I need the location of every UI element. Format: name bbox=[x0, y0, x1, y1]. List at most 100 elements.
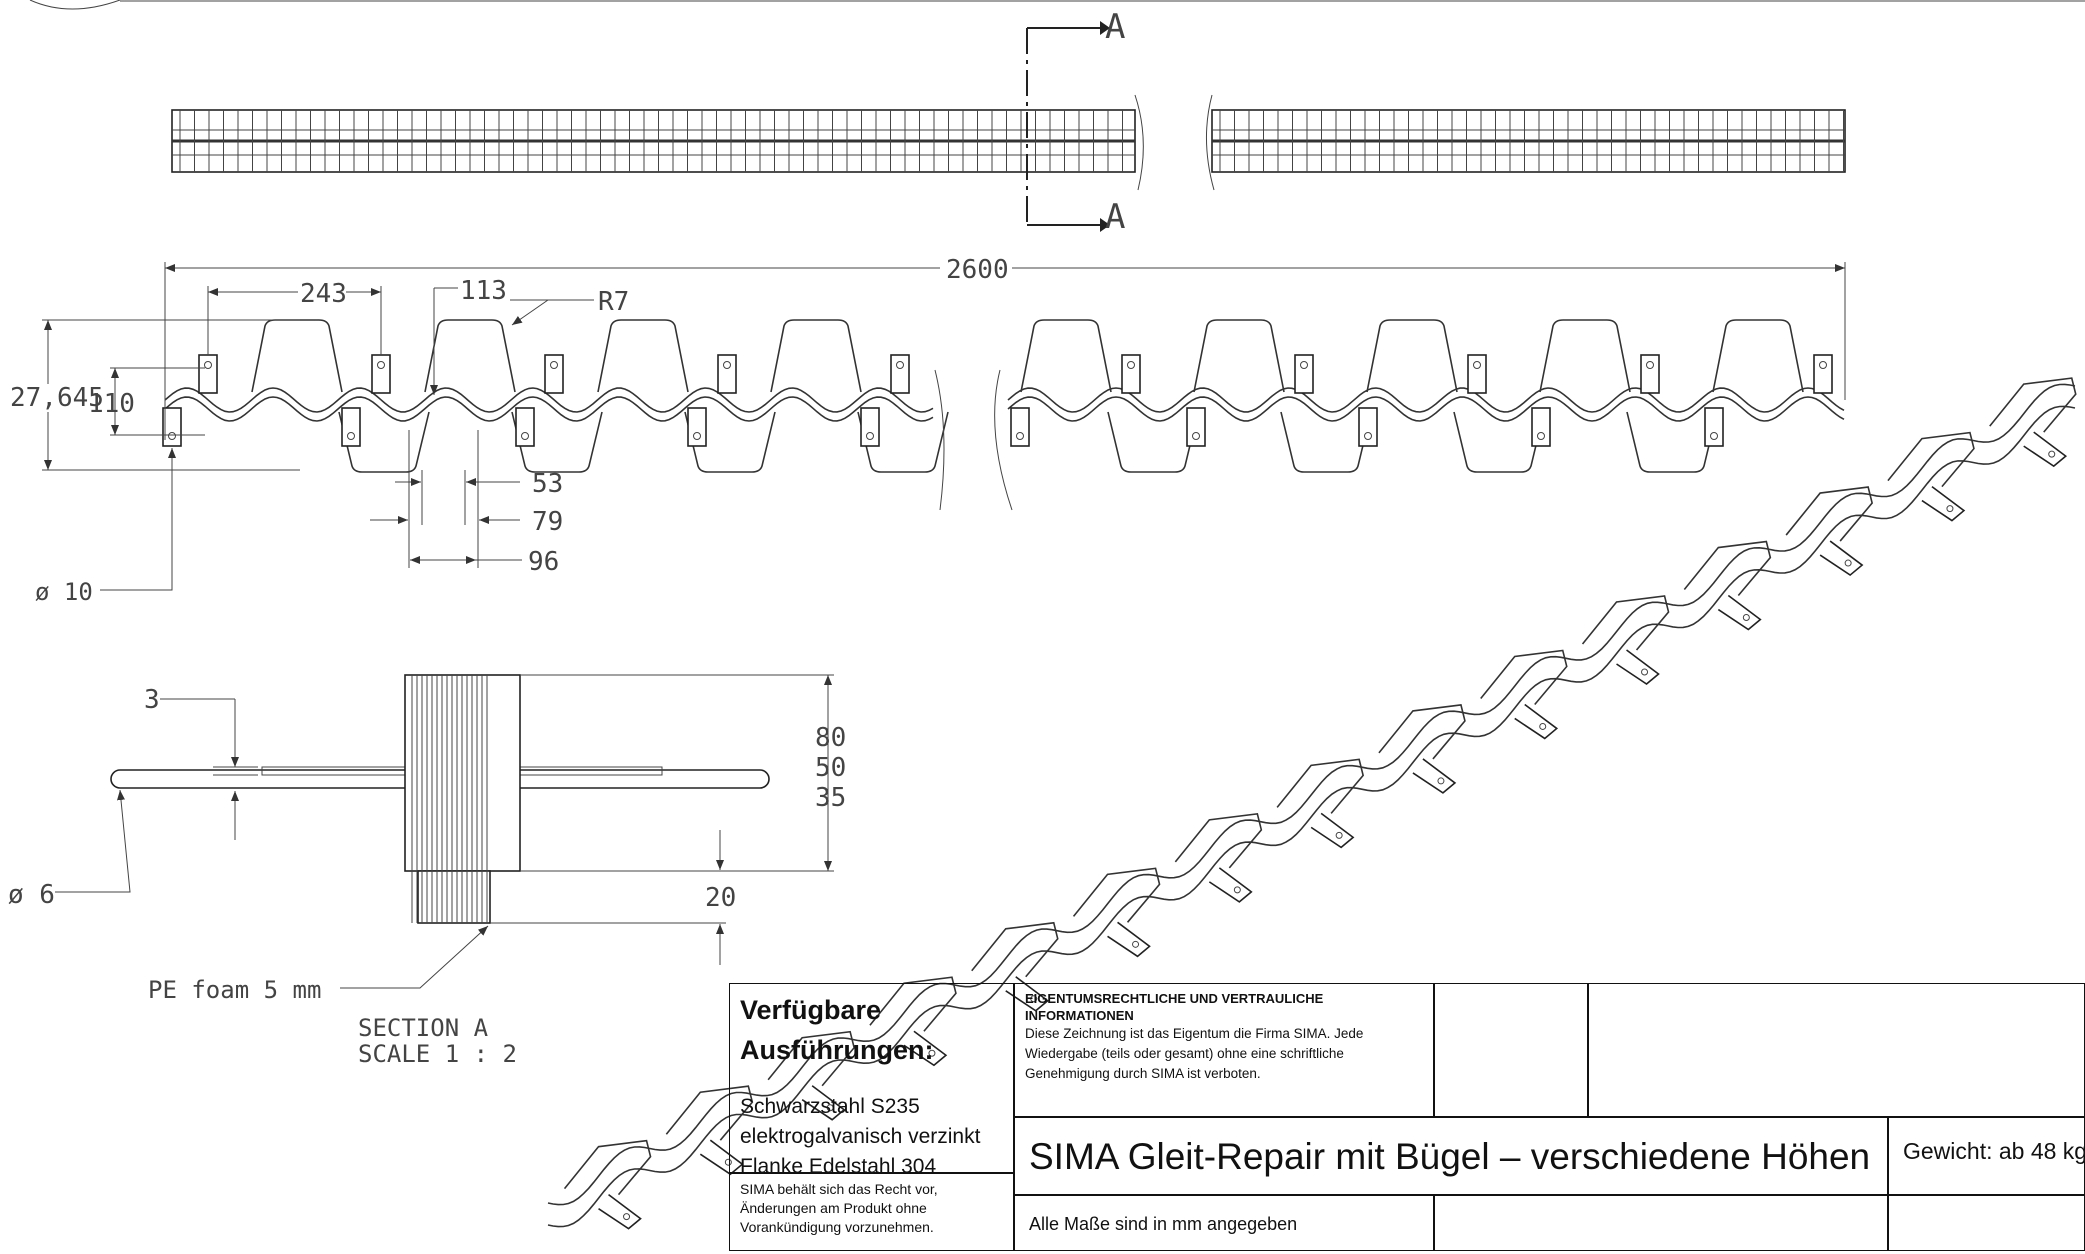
stirrup-up bbox=[1712, 319, 1804, 393]
tab-hole bbox=[1192, 432, 1200, 440]
wave-lower bbox=[1007, 396, 1845, 422]
iso-stirrup bbox=[767, 1030, 856, 1087]
tab-up bbox=[1640, 354, 1660, 394]
stirrup-down bbox=[1453, 411, 1545, 473]
section-arrow-lower-head bbox=[1100, 218, 1110, 232]
reserve-cell: SIMA behält sich das Recht vor, Änderung… bbox=[729, 1173, 1014, 1251]
iso-stirrup bbox=[1887, 431, 1975, 488]
tab-down bbox=[1704, 407, 1724, 447]
title-block: Verfügbare Ausführungen: Schwarzstahl S2… bbox=[729, 983, 2085, 1251]
iso-tab-hole bbox=[1539, 722, 1547, 730]
tab-down bbox=[1186, 407, 1206, 447]
dim-width-96: 96 bbox=[528, 547, 559, 577]
iso-tab-hole bbox=[1742, 614, 1750, 622]
tab-hole bbox=[347, 432, 355, 440]
tab-hole bbox=[693, 432, 701, 440]
available-versions-heading: Verfügbare Ausführungen: bbox=[740, 995, 934, 1065]
tab-hole bbox=[550, 361, 558, 369]
iso-stirrup bbox=[1683, 540, 1772, 597]
iso-tab bbox=[903, 1030, 948, 1067]
tab-hole bbox=[896, 361, 904, 369]
tab-hole bbox=[1127, 361, 1135, 369]
reserve-line: Änderungen am Produkt ohne bbox=[740, 1200, 927, 1216]
empty-cell-c bbox=[1434, 1195, 1888, 1251]
dim-width-79: 79 bbox=[532, 507, 563, 537]
tab-hole bbox=[204, 361, 212, 369]
tab-down bbox=[341, 407, 361, 447]
wave-upper bbox=[164, 387, 934, 413]
stirrup-up bbox=[770, 319, 862, 393]
dim-width-53: 53 bbox=[532, 469, 563, 499]
tab-down bbox=[1358, 407, 1378, 447]
weight-value: Gewicht: ab 48 kg bbox=[1903, 1138, 2085, 1164]
iso-tab bbox=[1819, 540, 1864, 577]
stirrup-down bbox=[1107, 411, 1199, 473]
iso-wave-bottom bbox=[547, 405, 2076, 1228]
tab-up bbox=[717, 354, 737, 394]
iso-stirrup bbox=[1480, 649, 1568, 705]
iso-stirrup bbox=[1989, 377, 2077, 433]
iso-tab bbox=[1514, 703, 1559, 740]
iso-stirrup bbox=[869, 976, 957, 1032]
empty-cell-b bbox=[1588, 983, 2085, 1117]
front-view-strip bbox=[162, 319, 1845, 473]
iso-stirrup bbox=[1174, 812, 1263, 869]
stirrup-down bbox=[1626, 411, 1718, 473]
product-title-cell: SIMA Gleit-Repair mit Bügel – verschiede… bbox=[1014, 1117, 1888, 1195]
dim-height-110: 110 bbox=[88, 389, 135, 419]
corner-swoosh bbox=[29, 0, 121, 10]
leader-hole bbox=[100, 448, 176, 591]
iso-tab bbox=[1005, 976, 1050, 1012]
iso-tab-hole bbox=[1641, 668, 1649, 676]
iso-tab bbox=[1310, 812, 1355, 849]
iso-tab-hole bbox=[623, 1213, 631, 1221]
version-item: Schwarzstahl S235 bbox=[740, 1095, 920, 1118]
iso-tab-hole bbox=[1946, 505, 1954, 513]
tab-hole bbox=[377, 361, 385, 369]
stirrup-up bbox=[1366, 319, 1458, 393]
iso-tab bbox=[1717, 594, 1762, 631]
iso-tab bbox=[1208, 867, 1253, 903]
tab-down bbox=[1010, 407, 1030, 447]
stirrup-down bbox=[1280, 411, 1372, 473]
stirrup-down bbox=[338, 411, 430, 473]
tab-up bbox=[1121, 354, 1141, 394]
iso-tab-hole bbox=[724, 1158, 732, 1166]
stirrup-up bbox=[1020, 319, 1112, 393]
tab-up bbox=[1294, 354, 1314, 394]
reserve-line: Vorankündigung vorzunehmen. bbox=[740, 1219, 934, 1235]
iso-tab-hole bbox=[1030, 995, 1038, 1003]
iso-tab bbox=[1412, 758, 1457, 794]
iso-tab-hole bbox=[826, 1104, 834, 1112]
section-view: 3 80 50 35 20 ø 6 PE foam 5 mm SECTION A… bbox=[8, 674, 846, 1068]
iso-stirrup bbox=[665, 1085, 754, 1141]
dim-pitch: 243 bbox=[300, 279, 347, 309]
tab-hole bbox=[1300, 361, 1308, 369]
tab-down bbox=[687, 407, 707, 447]
break-line-right bbox=[1206, 94, 1215, 191]
dim-overall-length: 2600 bbox=[946, 255, 1009, 285]
iso-tab bbox=[1107, 921, 1151, 958]
iso-tab-hole bbox=[1335, 831, 1343, 839]
stirrup-up bbox=[424, 319, 516, 393]
iso-stirrup bbox=[1276, 758, 1365, 814]
section-hatch-lines bbox=[411, 675, 488, 923]
break-line-left bbox=[1134, 94, 1144, 191]
iso-stirrup bbox=[1581, 595, 1670, 651]
leader-rod bbox=[55, 789, 131, 893]
iso-tab-hole bbox=[1437, 777, 1445, 785]
iso-tab bbox=[1921, 485, 1966, 522]
tab-hole bbox=[1537, 432, 1545, 440]
iso-wave-top bbox=[547, 383, 2076, 1206]
tab-up bbox=[198, 354, 218, 394]
wave-lower bbox=[164, 396, 934, 422]
tab-hole bbox=[1646, 361, 1654, 369]
iso-tab bbox=[801, 1085, 846, 1121]
iso-stirrup bbox=[971, 921, 1059, 978]
dim-height-35: 35 bbox=[815, 783, 846, 813]
stirrup-up bbox=[597, 319, 689, 393]
product-title: SIMA Gleit-Repair mit Bügel – verschiede… bbox=[1029, 1136, 1871, 1177]
tab-hole bbox=[168, 432, 176, 440]
tab-down bbox=[1531, 407, 1551, 447]
section-label-line2: SCALE 1 : 2 bbox=[358, 1040, 517, 1068]
